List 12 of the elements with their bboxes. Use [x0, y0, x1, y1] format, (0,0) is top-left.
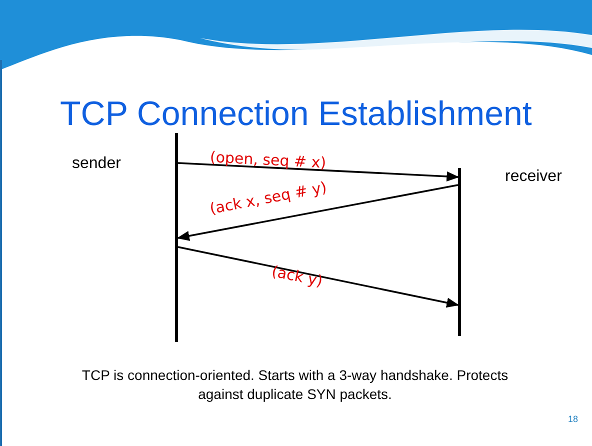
- message-arrow: [178, 162, 460, 182]
- message-arrow: [176, 184, 458, 241]
- edge-label: (ack y): [270, 262, 324, 290]
- participant-label: sender: [72, 155, 121, 173]
- edge-label: (open, seq # x): [210, 148, 327, 172]
- edge-label: (ack x, seq # y): [208, 178, 328, 218]
- page-number: 18: [568, 414, 578, 424]
- slide-title: TCP Connection Establishment: [60, 95, 532, 134]
- lifeline: [72, 133, 178, 342]
- caption-text: TCP is connection-oriented. Starts with a 3-way handshake. Protects against duplicate SYN packets.: [80, 366, 510, 404]
- participant-label: receiver: [505, 168, 562, 186]
- message-arrow: [178, 246, 460, 308]
